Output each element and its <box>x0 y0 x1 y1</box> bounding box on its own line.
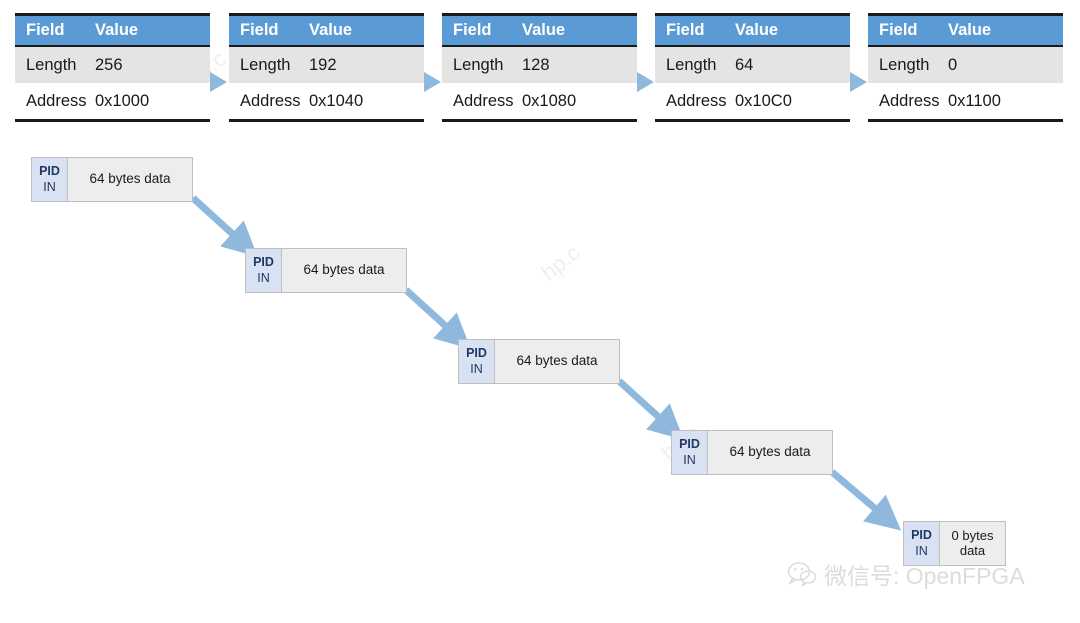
cell-field: Length <box>240 55 291 74</box>
column-header-value: Value <box>948 21 992 39</box>
cell-value: 64 <box>735 55 754 74</box>
cell-value: 256 <box>95 55 123 74</box>
table-row: Address 0x1040 <box>229 83 424 119</box>
pid-type: IN <box>915 543 928 558</box>
column-header-field: Field <box>240 21 279 39</box>
cell-value: 0x1100 <box>948 91 1001 110</box>
pid-label: PID <box>679 436 700 451</box>
cell-field: Length <box>453 55 504 74</box>
pid-field: PID IN <box>672 431 708 474</box>
pid-type: IN <box>43 179 56 194</box>
packet-payload: 64 bytes data <box>282 249 406 292</box>
cell-field: Length <box>26 55 77 74</box>
table-row: Address 0x1100 <box>868 83 1063 119</box>
table-connector-arrow-icon <box>637 72 654 92</box>
cell-field: Address <box>453 91 514 110</box>
pid-label: PID <box>39 163 60 178</box>
cell-value: 192 <box>309 55 337 74</box>
cell-field: Address <box>666 91 727 110</box>
pid-label: PID <box>466 345 487 360</box>
column-header-value: Value <box>522 21 566 39</box>
packet-payload: 64 bytes data <box>68 158 192 201</box>
descriptor-table-4: Field Value Length 64 Address 0x10C0 <box>655 13 850 122</box>
descriptor-table-1: Field Value Length 256 Address 0x1000 <box>15 13 210 122</box>
column-header-field: Field <box>879 21 918 39</box>
cell-value: 0x10C0 <box>735 91 792 110</box>
column-header-field: Field <box>666 21 705 39</box>
pid-type: IN <box>470 361 483 376</box>
packet-box-5: PID IN 0 bytes data <box>903 521 1006 566</box>
pid-field: PID IN <box>459 340 495 383</box>
table-connector-arrow-icon <box>210 72 227 92</box>
table-header-row: Field Value <box>442 16 637 47</box>
table-row: Length 0 <box>868 47 1063 83</box>
table-connector-arrow-icon <box>424 72 441 92</box>
table-header-row: Field Value <box>15 16 210 47</box>
cell-value: 0x1000 <box>95 91 150 110</box>
table-row: Length 192 <box>229 47 424 83</box>
table-connector-arrow-icon <box>850 72 867 92</box>
column-header-value: Value <box>309 21 353 39</box>
column-header-value: Value <box>95 21 139 39</box>
packet-box-1: PID IN 64 bytes data <box>31 157 193 202</box>
cell-field: Address <box>26 91 87 110</box>
cell-field: Length <box>879 55 930 74</box>
cell-value: 128 <box>522 55 550 74</box>
descriptor-table-2: Field Value Length 192 Address 0x1040 <box>229 13 424 122</box>
table-row: Address 0x1080 <box>442 83 637 119</box>
column-header-field: Field <box>26 21 65 39</box>
cell-field: Address <box>879 91 940 110</box>
table-row: Address 0x1000 <box>15 83 210 119</box>
packet-box-3: PID IN 64 bytes data <box>458 339 620 384</box>
pid-field: PID IN <box>246 249 282 292</box>
table-header-row: Field Value <box>655 16 850 47</box>
pid-type: IN <box>683 452 696 467</box>
packet-payload: 64 bytes data <box>495 340 619 383</box>
descriptor-table-3: Field Value Length 128 Address 0x1080 <box>442 13 637 122</box>
packet-payload: 64 bytes data <box>708 431 832 474</box>
cell-value: 0 <box>948 55 958 74</box>
column-header-value: Value <box>735 21 779 39</box>
table-row: Length 64 <box>655 47 850 83</box>
pid-field: PID IN <box>904 522 940 565</box>
column-header-field: Field <box>453 21 492 39</box>
table-row: Length 128 <box>442 47 637 83</box>
pid-label: PID <box>911 527 932 542</box>
descriptor-table-5: Field Value Length 0 Address 0x1100 <box>868 13 1063 122</box>
pid-field: PID IN <box>32 158 68 201</box>
cell-value: 0x1040 <box>309 91 364 110</box>
pid-label: PID <box>253 254 274 269</box>
table-row: Address 0x10C0 <box>655 83 850 119</box>
cell-field: Length <box>666 55 717 74</box>
packet-box-4: PID IN 64 bytes data <box>671 430 833 475</box>
table-header-row: Field Value <box>868 16 1063 47</box>
pid-type: IN <box>257 270 270 285</box>
table-row: Length 256 <box>15 47 210 83</box>
packet-box-2: PID IN 64 bytes data <box>245 248 407 293</box>
cell-field: Address <box>240 91 301 110</box>
packet-payload: 0 bytes data <box>940 522 1005 565</box>
table-header-row: Field Value <box>229 16 424 47</box>
cell-value: 0x1080 <box>522 91 577 110</box>
